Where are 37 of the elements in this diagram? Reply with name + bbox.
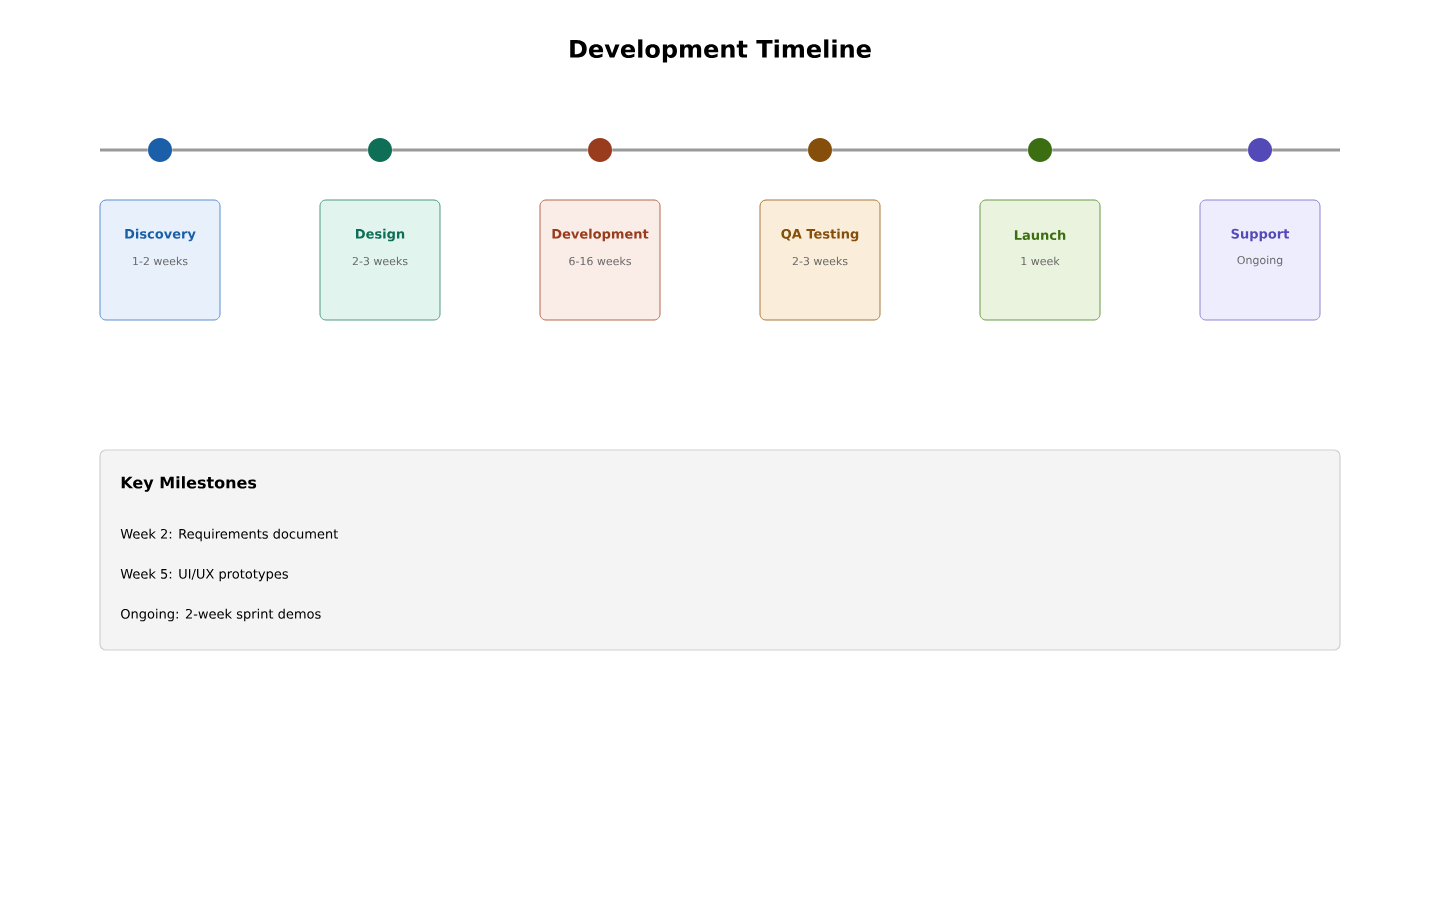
duration-text: Ongoing — [1237, 255, 1283, 267]
phase-card — [99, 199, 221, 321]
timeline-line — [832, 148, 1028, 152]
phase-title: Launch — [1014, 229, 1066, 241]
title: Development Timeline — [570, 39, 871, 63]
phase-card — [979, 199, 1101, 321]
phase-title: Development — [552, 228, 649, 242]
phase-card — [319, 199, 441, 321]
timeline-line — [612, 148, 808, 152]
duration-text: 1-2 weeks — [133, 256, 188, 266]
milestone-text: Week 2: Requirements document — [120, 528, 338, 542]
timeline-dot — [588, 138, 612, 162]
timeline-dot — [808, 138, 832, 162]
timeline-dot — [148, 138, 172, 162]
milestone-text: Ongoing: 2-week sprint demos — [121, 608, 321, 622]
milestone-text: Week 5: UI/UX prototypes — [120, 568, 288, 582]
phase-card — [759, 199, 881, 321]
phase-title: QA Testing — [781, 228, 859, 242]
duration-text: 2-3 weeks — [792, 256, 848, 266]
milestones-panel — [99, 449, 1341, 651]
duration-text: 2-3 weeks — [352, 256, 408, 266]
phase-card — [539, 199, 661, 321]
timeline-line — [172, 148, 368, 152]
phase-title: Discovery — [125, 228, 196, 242]
timeline-line — [1052, 148, 1248, 152]
timeline-line — [100, 148, 148, 152]
duration-text: 6-16 weeks — [569, 256, 631, 266]
phase-card — [1199, 199, 1321, 321]
timeline-line — [1272, 148, 1340, 152]
duration-text: 1 week — [1021, 256, 1060, 266]
phase-title: Support — [1231, 228, 1290, 242]
panel-heading: Key Milestones — [121, 476, 257, 492]
timeline-dot — [1028, 138, 1052, 162]
timeline-dot — [1248, 138, 1272, 162]
phase-title: Design — [356, 228, 405, 242]
timeline-line — [392, 148, 588, 152]
timeline-dot — [368, 138, 392, 162]
